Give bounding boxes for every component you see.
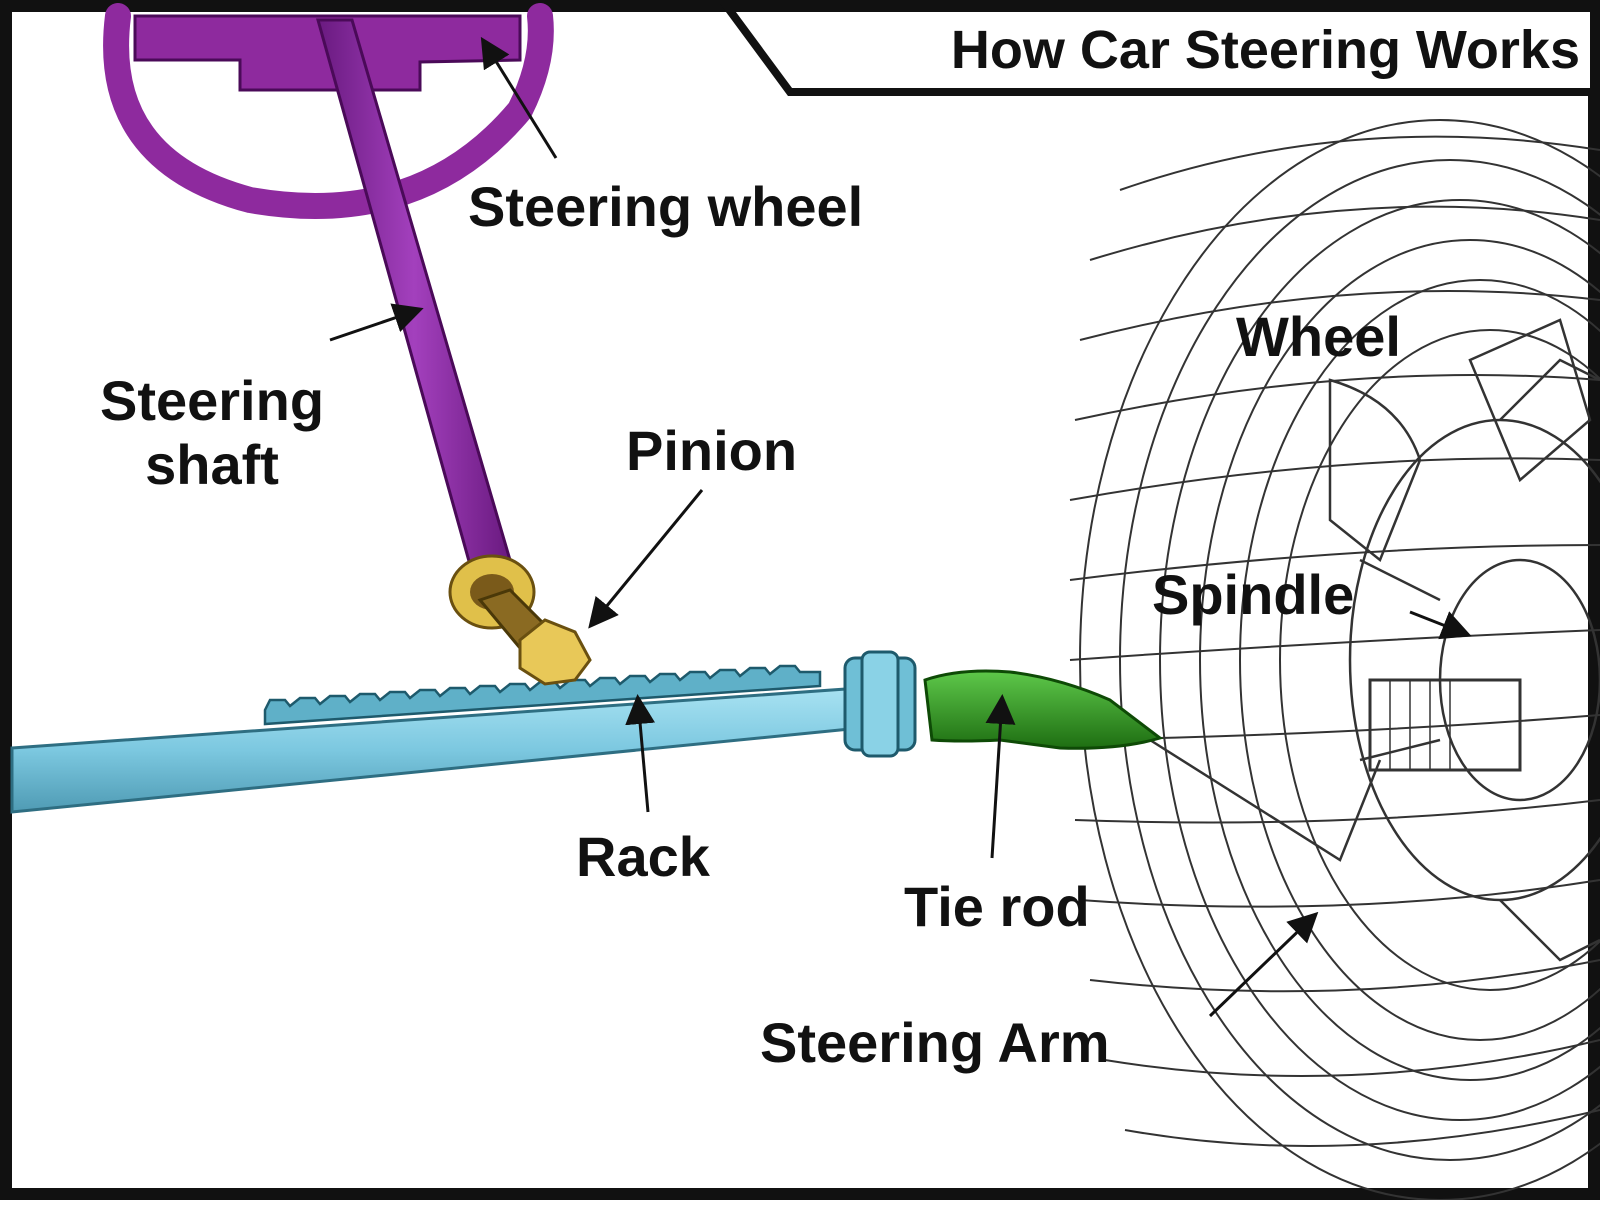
tie-rod	[923, 669, 1164, 750]
label-rack: Rack	[576, 825, 711, 888]
label-steering-shaft-line2: shaft	[145, 433, 279, 496]
label-pinion: Pinion	[626, 419, 797, 482]
label-spindle: Spindle	[1152, 563, 1354, 626]
diagram-title: How Car Steering Works	[951, 20, 1580, 80]
arrow-tie-rod	[985, 694, 1016, 859]
arrow-steering-shaft	[329, 303, 424, 342]
arrow-spindle	[1409, 610, 1472, 640]
arrow-steering-arm	[1208, 911, 1319, 1018]
arrow-pinion	[588, 489, 704, 629]
label-wheel: Wheel	[1236, 305, 1401, 368]
arrow-steering-wheel	[480, 36, 558, 159]
label-steering-shaft-line1: Steering	[100, 369, 324, 432]
label-tie-rod: Tie rod	[904, 875, 1090, 938]
title-tab: How Car Steering Works	[720, 3, 1598, 96]
label-steering-wheel: Steering wheel	[468, 175, 863, 238]
callout-arrows	[329, 36, 1472, 1018]
label-steering-arm: Steering Arm	[760, 1011, 1110, 1074]
arrow-rack	[625, 694, 656, 813]
pinion	[448, 554, 592, 686]
